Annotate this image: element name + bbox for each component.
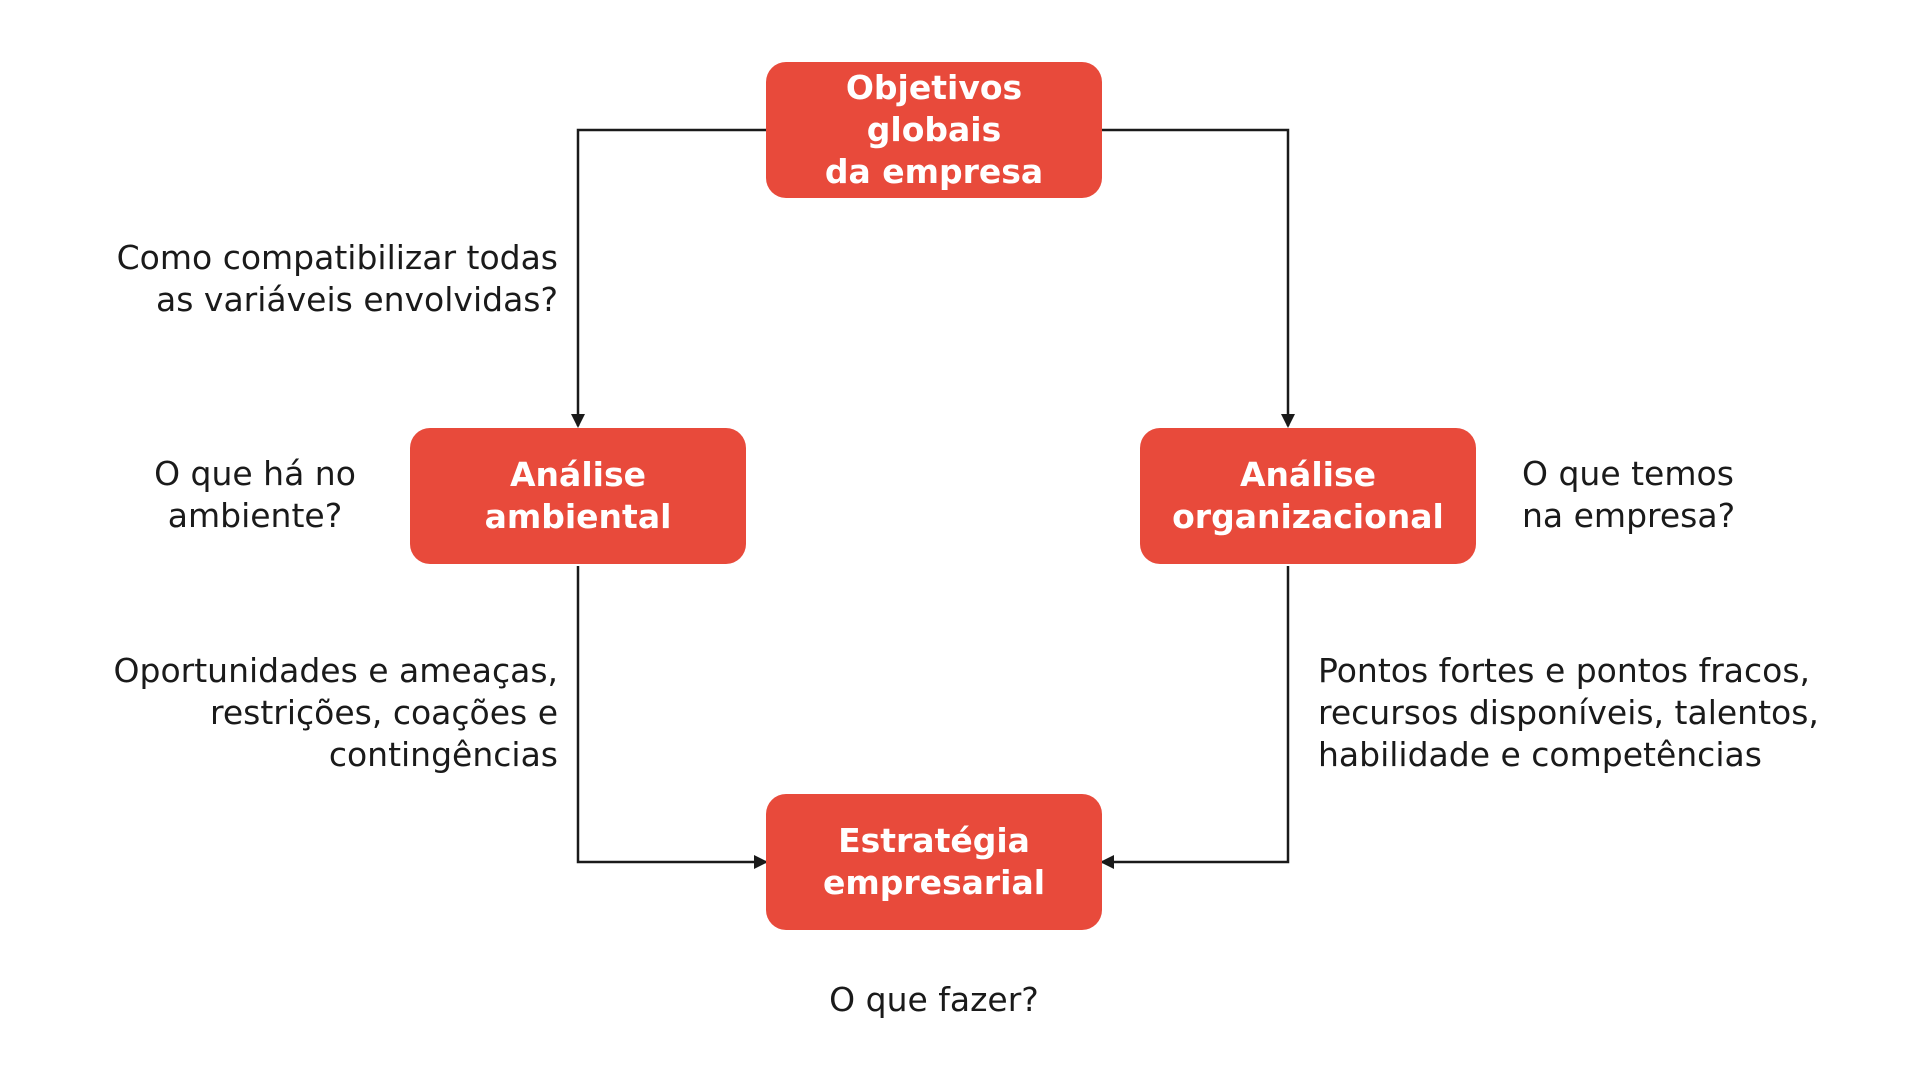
connector-organizacional-to-estrategia bbox=[1100, 566, 1290, 869]
node-objetivos-globais: Objetivos globais da empresa bbox=[766, 62, 1102, 198]
node-analise-organizacional: Análise organizacional bbox=[1140, 428, 1476, 564]
connector-objetivos-to-ambiental bbox=[571, 128, 766, 428]
node-organizacional-label: Análise organizacional bbox=[1172, 455, 1444, 536]
note-fazer: O que fazer? bbox=[829, 980, 1039, 1019]
node-objetivos-label: Objetivos globais da empresa bbox=[824, 68, 1044, 191]
note-temos: O que temos na empresa? bbox=[1522, 454, 1736, 535]
note-ambiente: O que há no ambiente? bbox=[154, 454, 356, 535]
connector-ambiental-to-estrategia bbox=[576, 566, 768, 869]
node-estrategia-label: Estratégia empresarial bbox=[822, 821, 1046, 902]
connector-objetivos-to-organizacional bbox=[1102, 128, 1295, 428]
node-ambiental-label: Análise ambiental bbox=[484, 455, 672, 536]
node-estrategia-empresarial: Estratégia empresarial bbox=[766, 794, 1102, 930]
node-analise-ambiental: Análise ambiental bbox=[410, 428, 746, 564]
note-pontos: Pontos fortes e pontos fracos, recursos … bbox=[1318, 651, 1819, 774]
note-compatibilizar: Como compatibilizar todas as variáveis e… bbox=[116, 238, 558, 319]
note-oportunidades: Oportunidades e ameaças, restrições, coa… bbox=[113, 651, 558, 774]
